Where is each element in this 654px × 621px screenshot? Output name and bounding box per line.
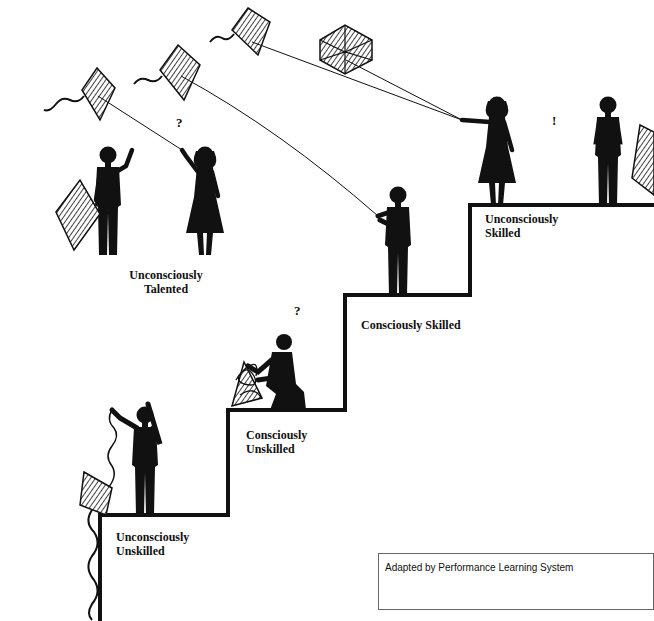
credit-box: Adapted by Performance Learning System bbox=[378, 553, 654, 610]
exclamation-mark: ! bbox=[552, 114, 566, 128]
credit-text: Adapted by Performance Learning System bbox=[385, 562, 647, 574]
stage-label: Consciously Unskilled bbox=[246, 428, 346, 456]
question-mark: ? bbox=[294, 304, 308, 318]
stage-label: Unconsciously Talented bbox=[110, 268, 222, 296]
stage-label: Consciously Skilled bbox=[361, 318, 461, 332]
question-mark: ? bbox=[176, 116, 190, 130]
stage-label: Unconsciously Skilled bbox=[485, 212, 585, 240]
stage-label: Unconsciously Unskilled bbox=[116, 530, 216, 558]
